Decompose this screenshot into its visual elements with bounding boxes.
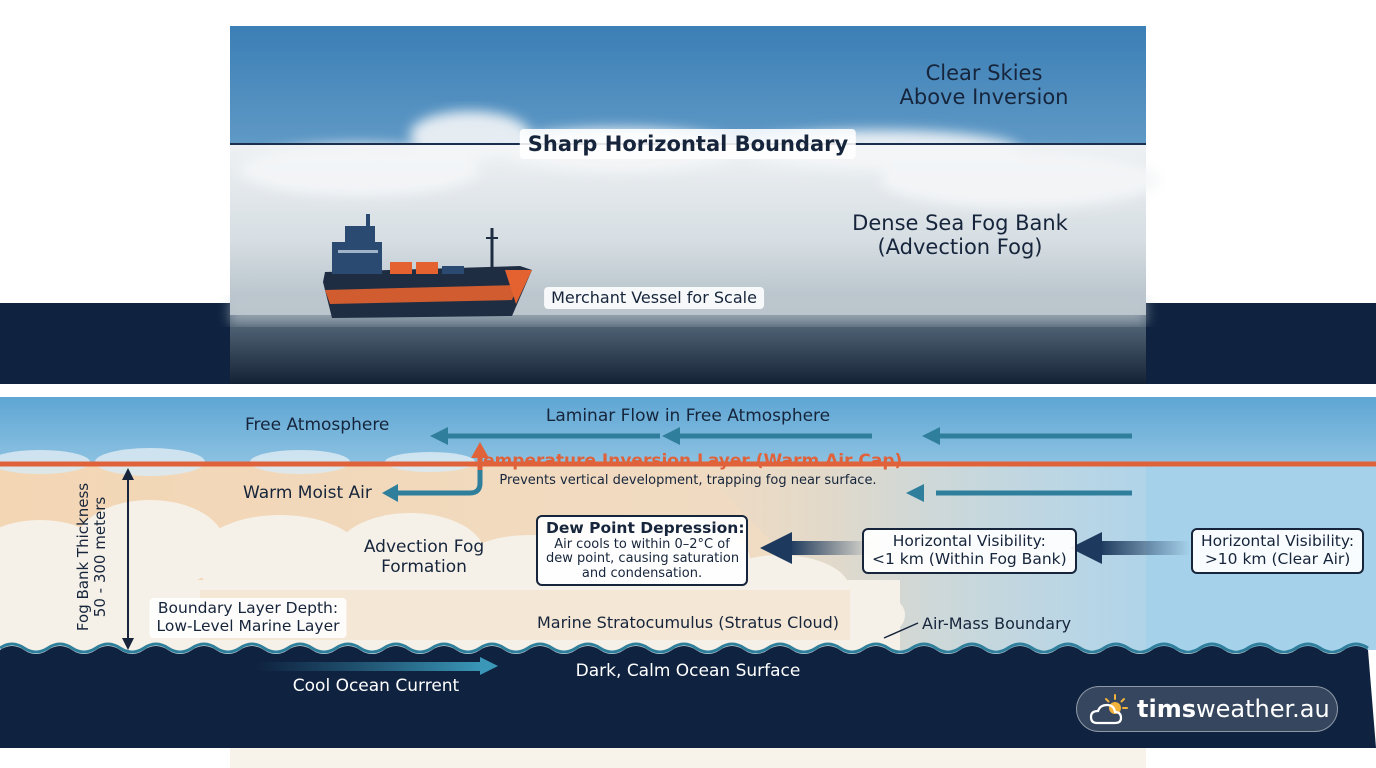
dew-point-line: and condensation. xyxy=(581,565,703,581)
bottom-panel-edge xyxy=(230,748,1146,768)
fog-diagram xyxy=(0,397,1376,768)
visibility-outside-box: Horizontal Visibility: >10 km (Clear Air… xyxy=(1191,528,1365,574)
inversion-layer-subtitle: Prevents vertical development, trapping … xyxy=(499,473,877,488)
inversion-layer-title: Temperature Inversion Layer (Warm Air Ca… xyxy=(473,451,903,471)
sun-cloud-icon xyxy=(1089,694,1128,725)
boundary-layer-label: Boundary Layer Depth: Low-Level Marine L… xyxy=(149,598,347,638)
merchant-vessel xyxy=(323,214,532,318)
sharp-boundary-label: Sharp Horizontal Boundary xyxy=(519,129,857,160)
visibility-arrows xyxy=(760,532,1190,564)
ocean-surface-label: Dark, Calm Ocean Surface xyxy=(575,661,801,681)
ocean-current-label: Cool Ocean Current xyxy=(292,676,460,696)
air-mass-boundary-label: Air-Mass Boundary xyxy=(922,614,1072,633)
cool-current-arrow xyxy=(256,657,498,675)
fog-thickness-arrow xyxy=(122,468,134,650)
clear-skies-label: Clear Skies Above Inversion xyxy=(899,61,1069,110)
fog-bank-label: Dense Sea Fog Bank (Advection Fog) xyxy=(852,211,1068,260)
dew-point-box: Dew Point Depression: Air cools to withi… xyxy=(536,515,748,587)
advection-formation-label: Advection Fog Formation xyxy=(363,537,485,577)
stratocumulus-label: Marine Stratocumulus (Stratus Cloud) xyxy=(536,613,840,632)
vessel-label: Merchant Vessel for Scale xyxy=(544,287,764,310)
brand-wordmark: timsweather.au xyxy=(1137,695,1330,723)
warm-moist-air-label: Warm Moist Air xyxy=(243,483,372,503)
warm-air-arrow xyxy=(398,452,483,496)
dew-point-line: Air cools to within 0–2°C of xyxy=(554,536,730,552)
ocean-surface xyxy=(0,646,1376,748)
dew-point-line: dew point, causing saturation xyxy=(546,551,740,567)
laminar-flow-label: Laminar Flow in Free Atmosphere xyxy=(545,406,831,426)
free-atmosphere-label: Free Atmosphere xyxy=(245,415,390,435)
brand-badge: timsweather.au xyxy=(1076,686,1338,732)
dew-point-title: Dew Point Depression: xyxy=(546,519,745,537)
fog-thickness-label: Fog Bank Thickness 50 - 300 meters xyxy=(73,482,109,632)
visibility-inside-box: Horizontal Visibility: <1 km (Within Fog… xyxy=(862,528,1077,574)
laminar-flow-arrows xyxy=(430,427,1132,502)
